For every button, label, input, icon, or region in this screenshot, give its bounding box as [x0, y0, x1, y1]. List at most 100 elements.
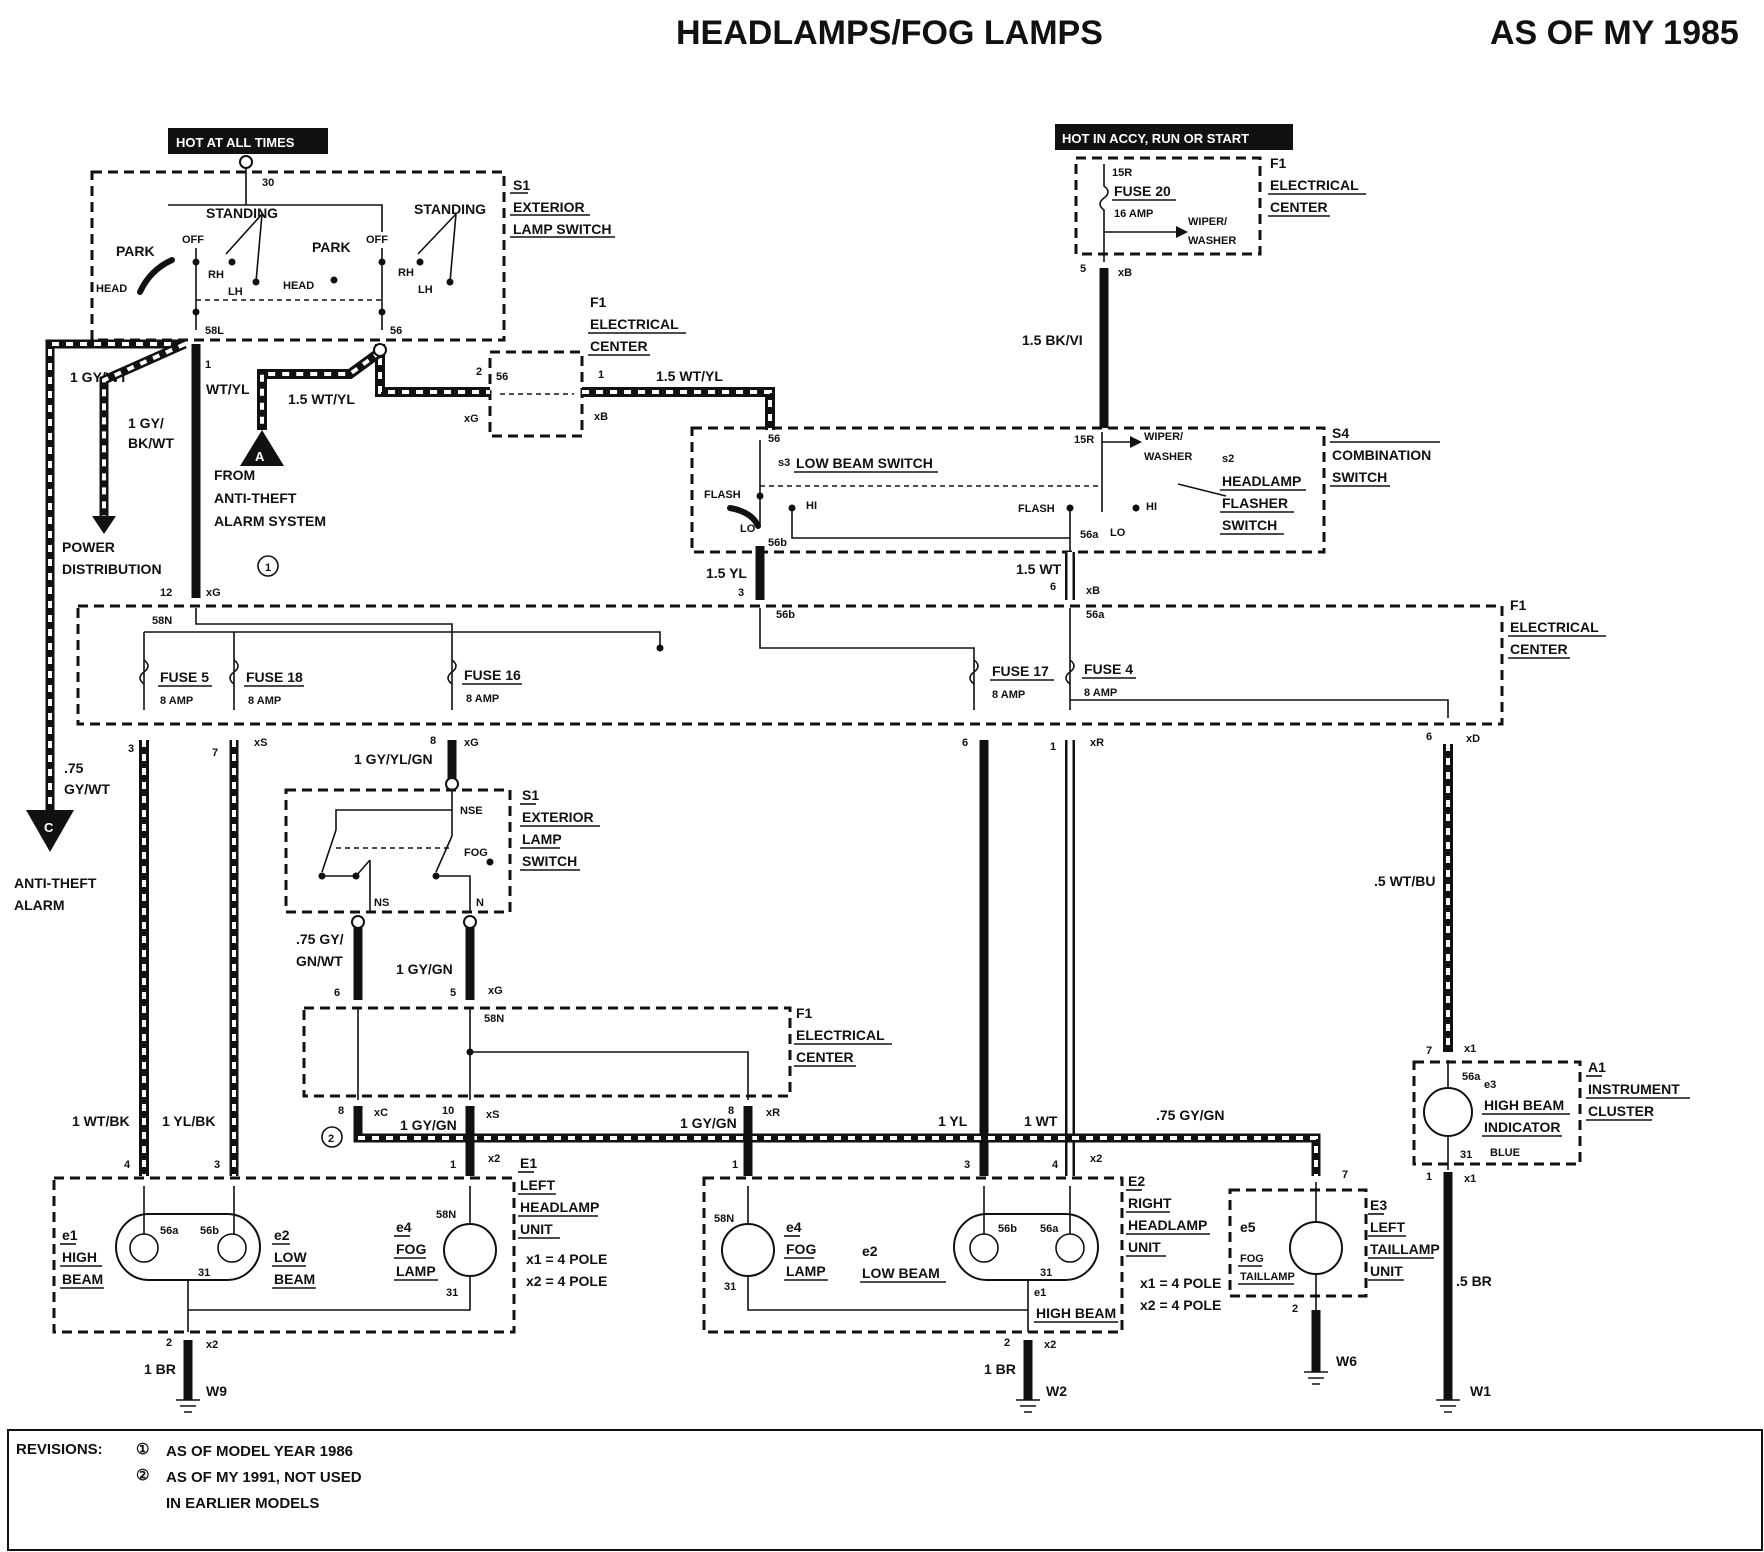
svg-text:8 AMP: 8 AMP: [160, 695, 193, 707]
svg-text:ALARM: ALARM: [14, 897, 65, 913]
svg-text:CLUSTER: CLUSTER: [1588, 1103, 1654, 1119]
svg-text:2: 2: [1004, 1337, 1010, 1349]
svg-text:FLASH: FLASH: [1018, 503, 1055, 515]
svg-text:3: 3: [964, 1159, 970, 1171]
ref-c-anti-theft-alarm: C ANTI-THEFT ALARM: [14, 810, 97, 913]
svg-text:ANTI-THEFT: ANTI-THEFT: [214, 490, 297, 506]
svg-text:STANDING: STANDING: [414, 201, 486, 217]
svg-text:LAMP: LAMP: [396, 1263, 436, 1279]
svg-text:1 WT/BK: 1 WT/BK: [72, 1113, 130, 1129]
svg-text:xD: xD: [1466, 733, 1480, 745]
svg-text:x2 = 4 POLE: x2 = 4 POLE: [1140, 1297, 1221, 1313]
svg-text:CENTER: CENTER: [1270, 199, 1328, 215]
svg-text:CENTER: CENTER: [1510, 641, 1568, 657]
svg-text:LEFT: LEFT: [520, 1177, 555, 1193]
svg-text:1 GY/: 1 GY/: [128, 415, 164, 431]
wire-yl-1: 1 YL: [938, 740, 989, 1176]
svg-text:e2: e2: [862, 1243, 878, 1259]
svg-text:3: 3: [738, 587, 744, 599]
svg-text:WT/YL: WT/YL: [206, 381, 250, 397]
svg-text:FUSE 17: FUSE 17: [992, 663, 1049, 679]
svg-text:8: 8: [430, 735, 436, 747]
svg-text:HIGH BEAM: HIGH BEAM: [1484, 1097, 1564, 1113]
svg-text:7: 7: [212, 747, 218, 759]
svg-text:LAMP SWITCH: LAMP SWITCH: [513, 221, 612, 237]
svg-text:31: 31: [446, 1287, 458, 1299]
svg-text:RH: RH: [208, 269, 224, 281]
svg-text:IN EARLIER MODELS: IN EARLIER MODELS: [166, 1495, 319, 1512]
svg-text:e3: e3: [1484, 1079, 1496, 1091]
svg-text:2: 2: [328, 1133, 334, 1145]
svg-text:WIPER/: WIPER/: [1188, 216, 1227, 228]
svg-text:RH: RH: [398, 267, 414, 279]
svg-text:LH: LH: [418, 284, 433, 296]
svg-text:xC: xC: [374, 1107, 388, 1119]
svg-text:4: 4: [124, 1159, 131, 1171]
svg-text:COMBINATION: COMBINATION: [1332, 447, 1431, 463]
svg-text:BK/WT: BK/WT: [128, 435, 174, 451]
svg-text:N: N: [476, 897, 484, 909]
wire-gy-gn-wt: .75 GY/ GN/WT 6: [296, 915, 365, 1000]
svg-text:W9: W9: [206, 1383, 227, 1399]
svg-text:.5 WT/BU: .5 WT/BU: [1374, 873, 1435, 889]
svg-text:3: 3: [214, 1159, 220, 1171]
svg-text:LAMP: LAMP: [522, 831, 562, 847]
svg-text:①: ①: [136, 1441, 149, 1458]
svg-text:.5 BR: .5 BR: [1456, 1273, 1492, 1289]
svg-text:②: ②: [136, 1467, 149, 1484]
svg-text:W1: W1: [1470, 1383, 1491, 1399]
wire-gy-wt-alarm: 1 GY/WT .75 GY/WT: [45, 339, 185, 812]
svg-text:30: 30: [262, 177, 274, 189]
svg-text:LEFT: LEFT: [1370, 1219, 1405, 1235]
svg-text:SWITCH: SWITCH: [1332, 469, 1387, 485]
svg-text:FOG: FOG: [396, 1241, 426, 1257]
fuse-5: FUSE 5 8 AMP: [139, 659, 212, 707]
svg-text:BEAM: BEAM: [62, 1271, 103, 1287]
diagram-title: HEADLAMPS/FOG LAMPS: [676, 14, 1103, 52]
svg-text:GN/WT: GN/WT: [296, 953, 343, 969]
svg-text:1 GY/GN: 1 GY/GN: [396, 961, 453, 977]
svg-text:1 GY/GN: 1 GY/GN: [400, 1117, 457, 1133]
svg-text:C: C: [44, 820, 54, 835]
svg-text:x2 = 4 POLE: x2 = 4 POLE: [526, 1273, 607, 1289]
svg-text:NSE: NSE: [460, 805, 483, 817]
hot-in-accy-tag: HOT IN ACCY, RUN OR START: [1055, 124, 1293, 150]
svg-text:NS: NS: [374, 897, 389, 909]
svg-text:1.5 YL: 1.5 YL: [706, 565, 747, 581]
ref-a-from-anti-theft: A FROM ANTI-THEFT ALARM SYSTEM: [214, 430, 326, 529]
svg-text:1: 1: [732, 1159, 738, 1171]
svg-text:BEAM: BEAM: [274, 1271, 315, 1287]
svg-text:SWITCH: SWITCH: [522, 853, 577, 869]
svg-text:FUSE 18: FUSE 18: [246, 669, 303, 685]
svg-text:xG: xG: [464, 413, 479, 425]
revision-marker-2: 2: [321, 1126, 343, 1148]
svg-text:1 GY/YL/GN: 1 GY/YL/GN: [354, 751, 433, 767]
svg-text:FUSE 4: FUSE 4: [1084, 661, 1133, 677]
svg-text:SWITCH: SWITCH: [1222, 517, 1277, 533]
svg-text:OFF: OFF: [366, 234, 388, 246]
ground-w2: 2 x2 1 BR W2: [984, 1337, 1067, 1413]
svg-text:x2: x2: [1044, 1339, 1056, 1351]
svg-text:LOW BEAM: LOW BEAM: [862, 1265, 940, 1281]
svg-text:5: 5: [1080, 263, 1086, 275]
svg-text:xR: xR: [766, 1107, 780, 1119]
svg-text:56a: 56a: [1462, 1071, 1481, 1083]
f1-electrical-center-fuse20: F1 ELECTRICAL CENTER 15R FUSE 20 16 AMP …: [1074, 155, 1366, 279]
svg-text:HI: HI: [1146, 501, 1157, 513]
svg-text:1 WT: 1 WT: [1024, 1113, 1058, 1129]
svg-text:POWER: POWER: [62, 539, 115, 555]
svg-text:FOG: FOG: [464, 847, 488, 859]
svg-text:8 AMP: 8 AMP: [992, 689, 1025, 701]
e1-left-headlamp-unit: E1 LEFT HEADLAMP UNIT x1 = 4 POLE x2 = 4…: [52, 1153, 607, 1334]
svg-text:1.5 BK/VI: 1.5 BK/VI: [1022, 332, 1083, 348]
svg-text:S1: S1: [513, 177, 530, 193]
svg-text:56b: 56b: [998, 1223, 1017, 1235]
svg-text:F1: F1: [796, 1005, 813, 1021]
svg-text:1 YL: 1 YL: [938, 1113, 968, 1129]
svg-text:x1 = 4 POLE: x1 = 4 POLE: [1140, 1275, 1221, 1291]
svg-text:1.5 WT/YL: 1.5 WT/YL: [288, 391, 355, 407]
wire-yl-15: 1.5 YL 3: [706, 546, 765, 600]
svg-text:ELECTRICAL: ELECTRICAL: [1510, 619, 1599, 635]
svg-text:INDICATOR: INDICATOR: [1484, 1119, 1560, 1135]
svg-text:x1 = 4 POLE: x1 = 4 POLE: [526, 1251, 607, 1267]
